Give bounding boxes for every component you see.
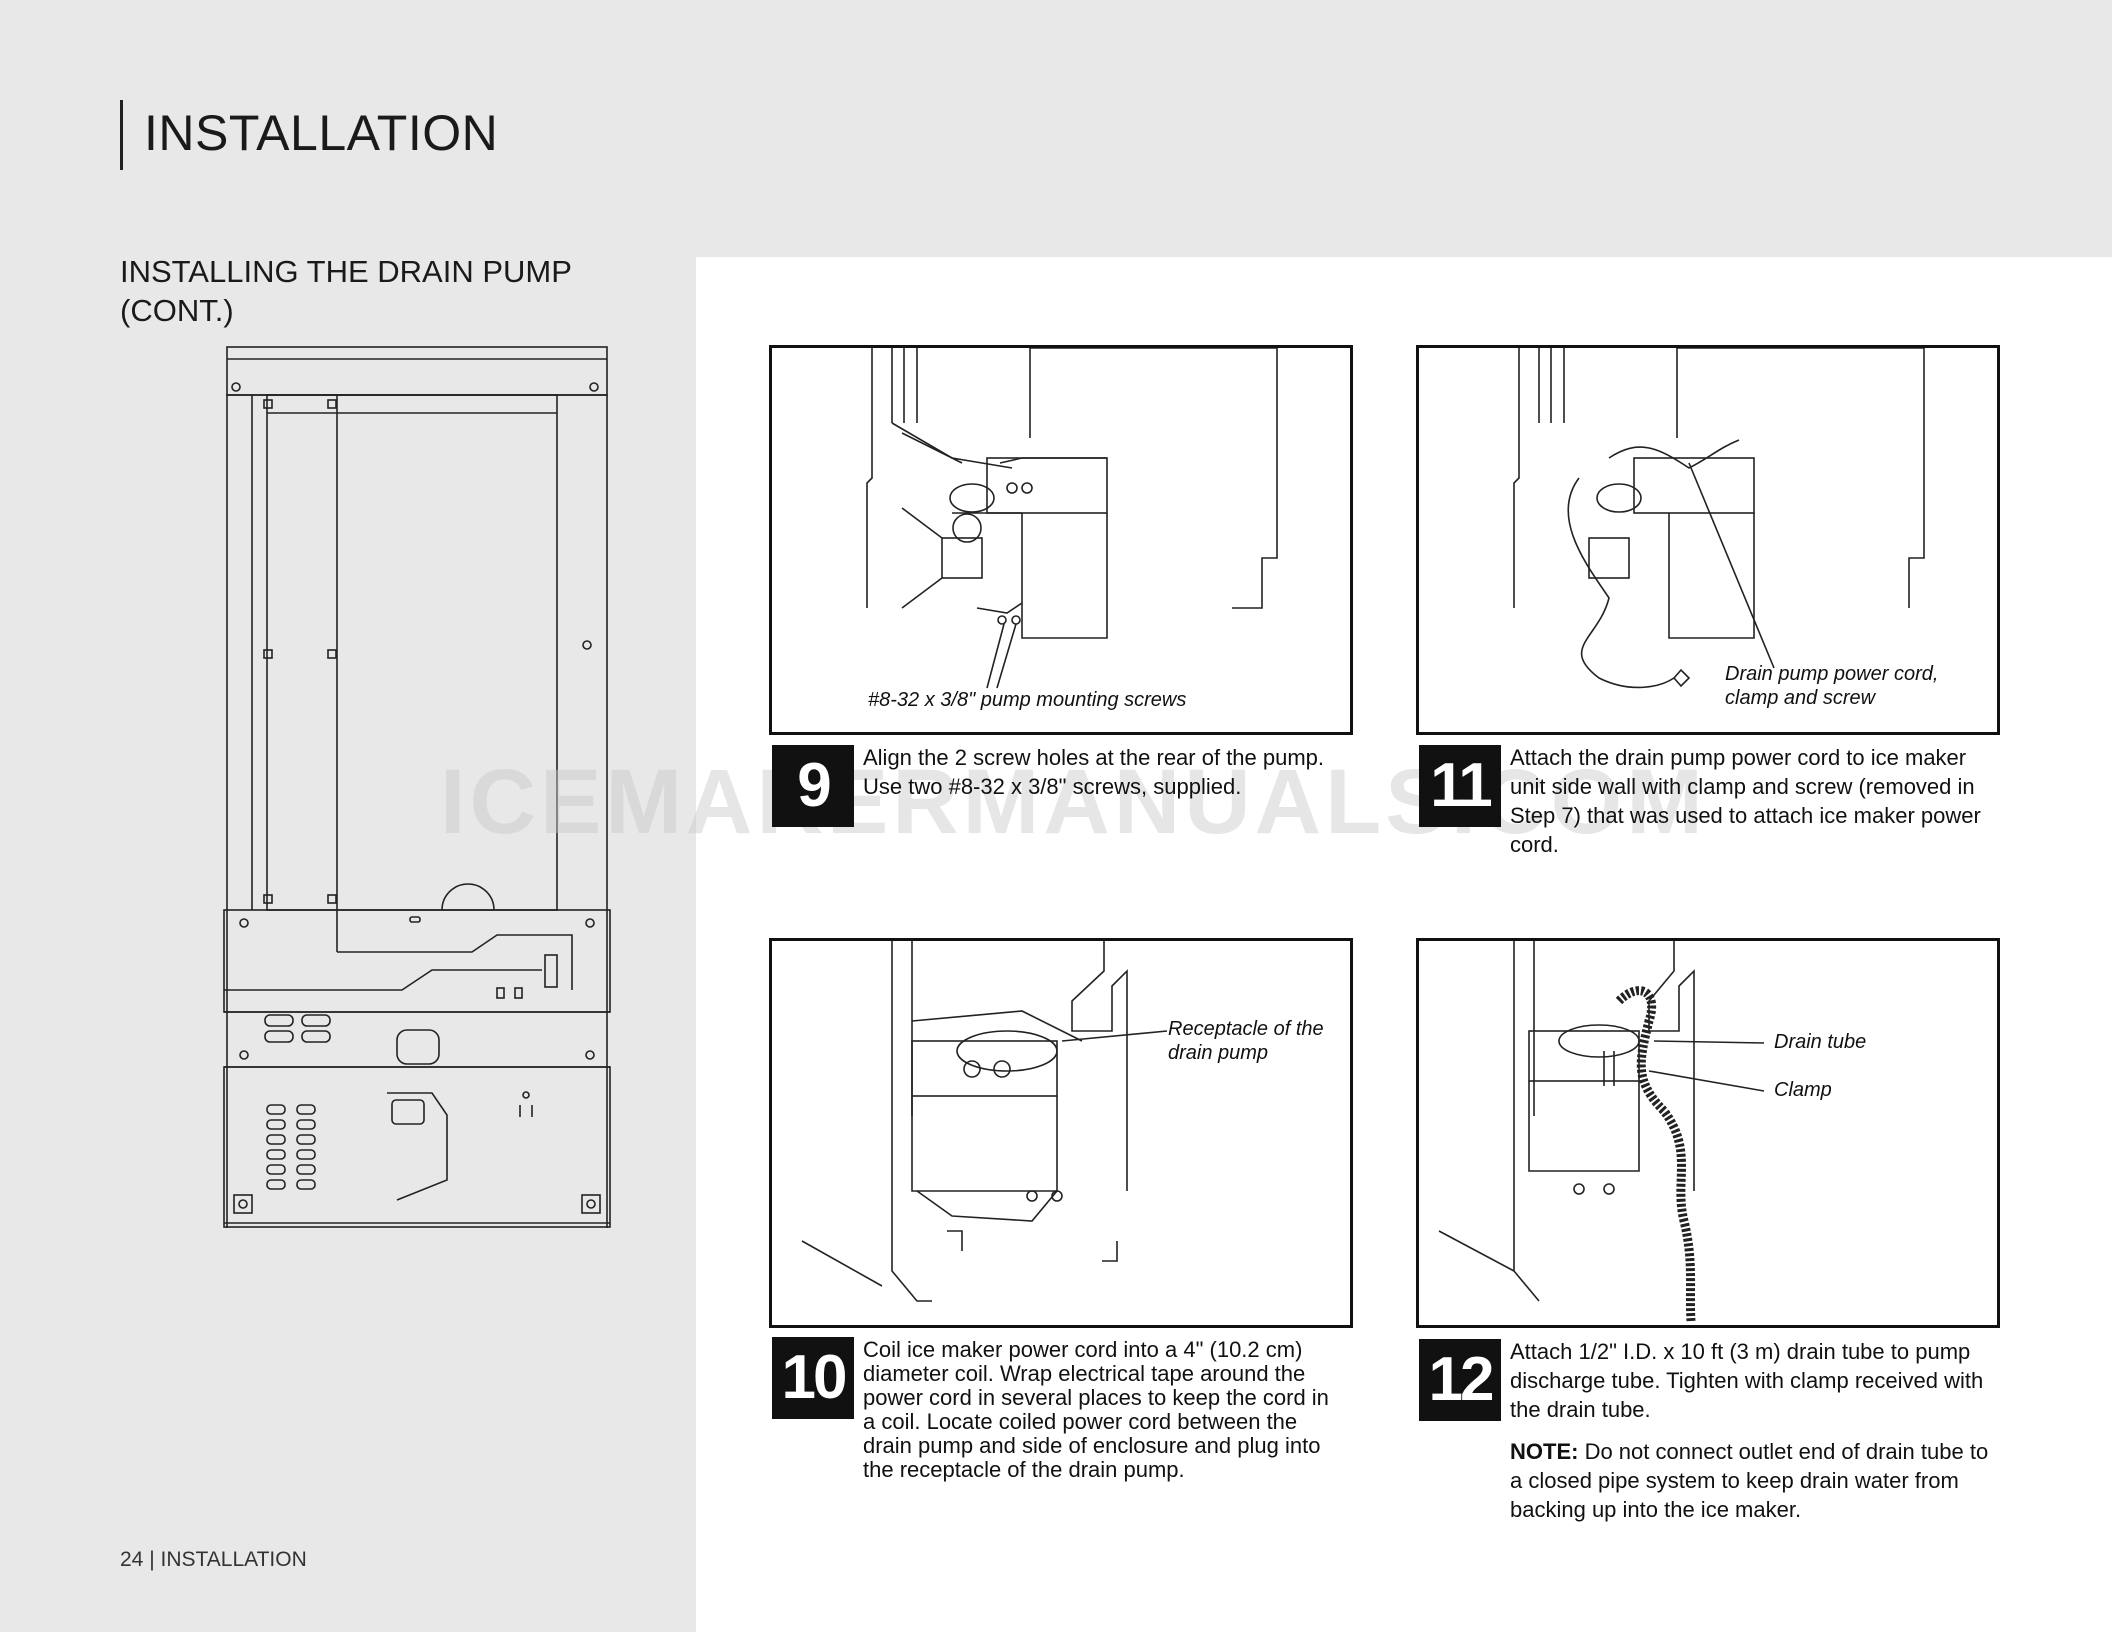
step-11-callout: Drain pump power cord, clamp and screw <box>1725 663 1939 709</box>
step-11-figure: Drain pump power cord, clamp and screw <box>1416 345 2000 735</box>
page-footer: 24 | INSTALLATION <box>120 1548 307 1571</box>
step-12-note: NOTE: Do not connect outlet end of drain… <box>1510 1437 1990 1524</box>
step-11-text: Attach the drain pump power cord to ice … <box>1510 745 1981 857</box>
drain-pump-mounting-illustration <box>866 348 1278 689</box>
drain-pump-power-cord-illustration <box>1513 348 1925 689</box>
step-9-callout: #8-32 x 3/8" pump mounting screws <box>868 689 1187 711</box>
note-text: Do not connect outlet end of drain tube … <box>1510 1439 1989 1522</box>
drain-tube-clamp-illustration <box>1438 941 1765 1322</box>
ice-maker-unit-illustration <box>223 346 611 1228</box>
step-10-badge: 10 <box>772 1337 854 1419</box>
step-10-text: Coil ice maker power cord into a 4" (10.… <box>863 1337 1329 1482</box>
step-9-text: Align the 2 screw holes at the rear of t… <box>863 745 1325 799</box>
page-title: INSTALLATION <box>144 105 499 161</box>
step-9-figure: #8-32 x 3/8" pump mounting screws <box>769 345 1353 735</box>
section-title: INSTALLING THE DRAIN PUMP (CONT.) <box>120 254 572 328</box>
step-12-callout-clamp: Clamp <box>1774 1079 1832 1101</box>
step-12-text: Attach 1/2" I.D. x 10 ft (3 m) drain tub… <box>1510 1339 1984 1422</box>
step-10-callout: Receptacle of the drain pump <box>1168 1018 1324 1064</box>
step-12-callout-drain-tube: Drain tube <box>1774 1031 1867 1053</box>
title-rule <box>120 100 123 170</box>
step-10-figure: Receptacle of the drain pump <box>769 938 1353 1328</box>
step-9-badge: 9 <box>772 745 854 827</box>
drain-pump-receptacle-illustration <box>801 941 1168 1302</box>
step-12-figure: Drain tube Clamp <box>1416 938 2000 1328</box>
note-label: NOTE: <box>1510 1439 1579 1464</box>
step-12-badge: 12 <box>1419 1339 1501 1421</box>
step-11-badge: 11 <box>1419 745 1501 827</box>
